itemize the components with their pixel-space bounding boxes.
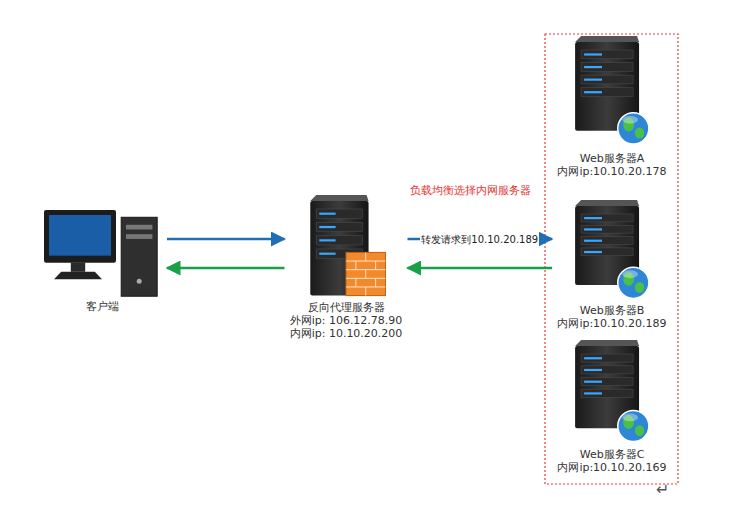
monitor xyxy=(44,210,116,263)
server-node: Web服务器B内网ip:10.10.20.189 xyxy=(554,198,670,330)
edge-label: 转发请求到10.10.20.189 xyxy=(420,233,539,246)
status-light xyxy=(584,79,602,81)
drive-bay xyxy=(581,366,633,374)
status-light xyxy=(584,251,602,253)
monitor-stand xyxy=(54,272,102,280)
server-icon xyxy=(571,198,653,304)
status-light xyxy=(319,253,335,255)
drive-bay xyxy=(581,377,633,385)
server-icon xyxy=(571,338,653,448)
ip-address: 内网ip:10.10.20.169 xyxy=(557,461,666,474)
drive-bay xyxy=(316,209,362,218)
server-icon xyxy=(571,34,653,152)
annotation-text: 负载均衡选择内网服务器 xyxy=(410,184,531,198)
status-light xyxy=(584,381,602,383)
node-title: 反向代理服务器 xyxy=(308,301,385,314)
server-top xyxy=(575,36,639,42)
computer-icon xyxy=(42,206,162,300)
drive-bay xyxy=(581,225,633,233)
return-mark: ↵ xyxy=(656,480,669,499)
server-top xyxy=(575,340,639,346)
drive-bay xyxy=(581,214,633,222)
status-light xyxy=(584,53,602,55)
node-title: Web服务器A xyxy=(580,152,645,165)
node-title: 客户端 xyxy=(86,300,119,313)
status-light xyxy=(584,66,602,68)
node-title: Web服务器C xyxy=(580,448,645,461)
server-body xyxy=(575,42,639,131)
status-light xyxy=(319,226,335,228)
connector-arrow xyxy=(408,267,553,270)
ip-address: 内网ip:10.10.20.178 xyxy=(557,165,666,178)
status-light xyxy=(584,228,602,230)
drive-bay xyxy=(581,248,633,256)
client-node: 客户端 xyxy=(39,206,165,313)
drive-bay xyxy=(581,63,633,72)
drive-bay xyxy=(581,88,633,97)
server-top xyxy=(575,200,639,206)
server-group-region xyxy=(545,34,678,484)
drive-bay xyxy=(581,75,633,84)
status-light xyxy=(584,392,602,394)
status-light xyxy=(584,369,602,371)
ip-address: 内网ip: 10.10.20.200 xyxy=(290,327,403,340)
server-node: 反向代理服务器外网ip: 106.12.78.90内网ip: 10.10.20.… xyxy=(287,193,406,340)
drive-bay xyxy=(581,237,633,245)
globe-icon xyxy=(618,410,649,441)
connector-arrow xyxy=(167,267,285,270)
server-top xyxy=(310,195,368,201)
ip-address: 外网ip: 106.12.78.90 xyxy=(290,314,403,327)
connector-arrow xyxy=(167,238,285,241)
server-body xyxy=(575,346,639,428)
node-title: Web服务器B xyxy=(580,304,645,317)
status-light xyxy=(319,213,335,215)
drive-bay xyxy=(316,222,362,231)
drive-bay xyxy=(581,50,633,59)
status-light xyxy=(319,239,335,241)
ip-address: 内网ip:10.10.20.189 xyxy=(557,317,666,330)
drive-bay xyxy=(316,236,362,245)
status-light xyxy=(584,217,602,219)
firewall-icon xyxy=(346,252,385,295)
drive-bay xyxy=(581,389,633,397)
server-node: Web服务器A内网ip:10.10.20.178 xyxy=(554,34,670,178)
status-light xyxy=(584,91,602,93)
server-icon xyxy=(299,193,393,301)
pc-tower xyxy=(121,217,157,296)
status-light xyxy=(584,357,602,359)
globe-icon xyxy=(618,267,649,298)
server-node: Web服务器C内网ip:10.10.20.169 xyxy=(554,338,670,474)
status-light xyxy=(584,240,602,242)
globe-icon xyxy=(618,113,649,144)
drive-bay xyxy=(581,354,633,362)
monitor-screen xyxy=(49,215,111,256)
server-body xyxy=(575,206,639,285)
